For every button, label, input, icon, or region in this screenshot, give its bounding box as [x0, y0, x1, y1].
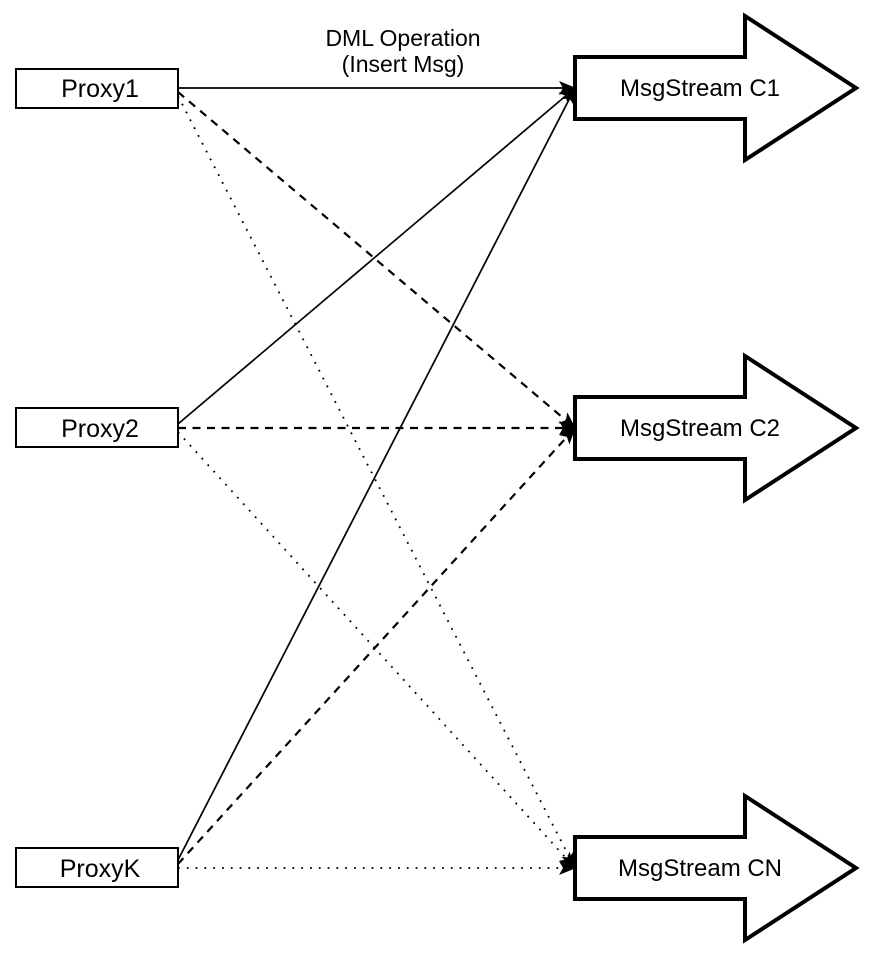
msgstream-c1-arrow-shape: [573, 12, 860, 164]
proxy1-box: [15, 68, 179, 109]
node-proxy1: Proxy1: [15, 68, 179, 109]
connection-proxy1-to-msgstream-cn: [177, 95, 576, 869]
msgstream-cn-arrow-shape: [573, 792, 860, 944]
node-msgstream-c1: MsgStream C1: [573, 12, 860, 164]
proxyk-box: [15, 847, 179, 888]
connection-proxy2-to-msgstream-cn: [177, 431, 576, 869]
node-proxyk: ProxyK: [15, 847, 179, 888]
diagram-title: DML Operation (Insert Msg): [325, 25, 480, 77]
msgstream-c2-label: MsgStream C2: [620, 415, 780, 442]
connection-proxyk-to-msgstream-c2: [177, 427, 576, 865]
proxy1-label: Proxy1: [61, 75, 139, 103]
msgstream-cn-label: MsgStream CN: [618, 855, 782, 882]
node-msgstream-c2: MsgStream C2: [573, 352, 860, 504]
node-msgstream-cn: MsgStream CN: [573, 792, 860, 944]
msgstream-c1-label: MsgStream C1: [620, 75, 780, 102]
node-proxy2: Proxy2: [15, 407, 179, 448]
connection-proxy2-to-msgstream-c1: [177, 87, 576, 425]
msgstream-c2-arrow-shape: [573, 352, 860, 504]
connection-proxyk-to-msgstream-c1: [177, 87, 576, 861]
proxy2-box: [15, 407, 179, 448]
diagram-title-line1: DML Operation: [325, 25, 480, 51]
connections: [177, 81, 576, 875]
diagram-title-line2: (Insert Msg): [342, 51, 465, 77]
proxy2-label: Proxy2: [61, 415, 139, 443]
connection-proxy1-to-msgstream-c2: [177, 91, 576, 429]
proxyk-label: ProxyK: [60, 855, 141, 883]
